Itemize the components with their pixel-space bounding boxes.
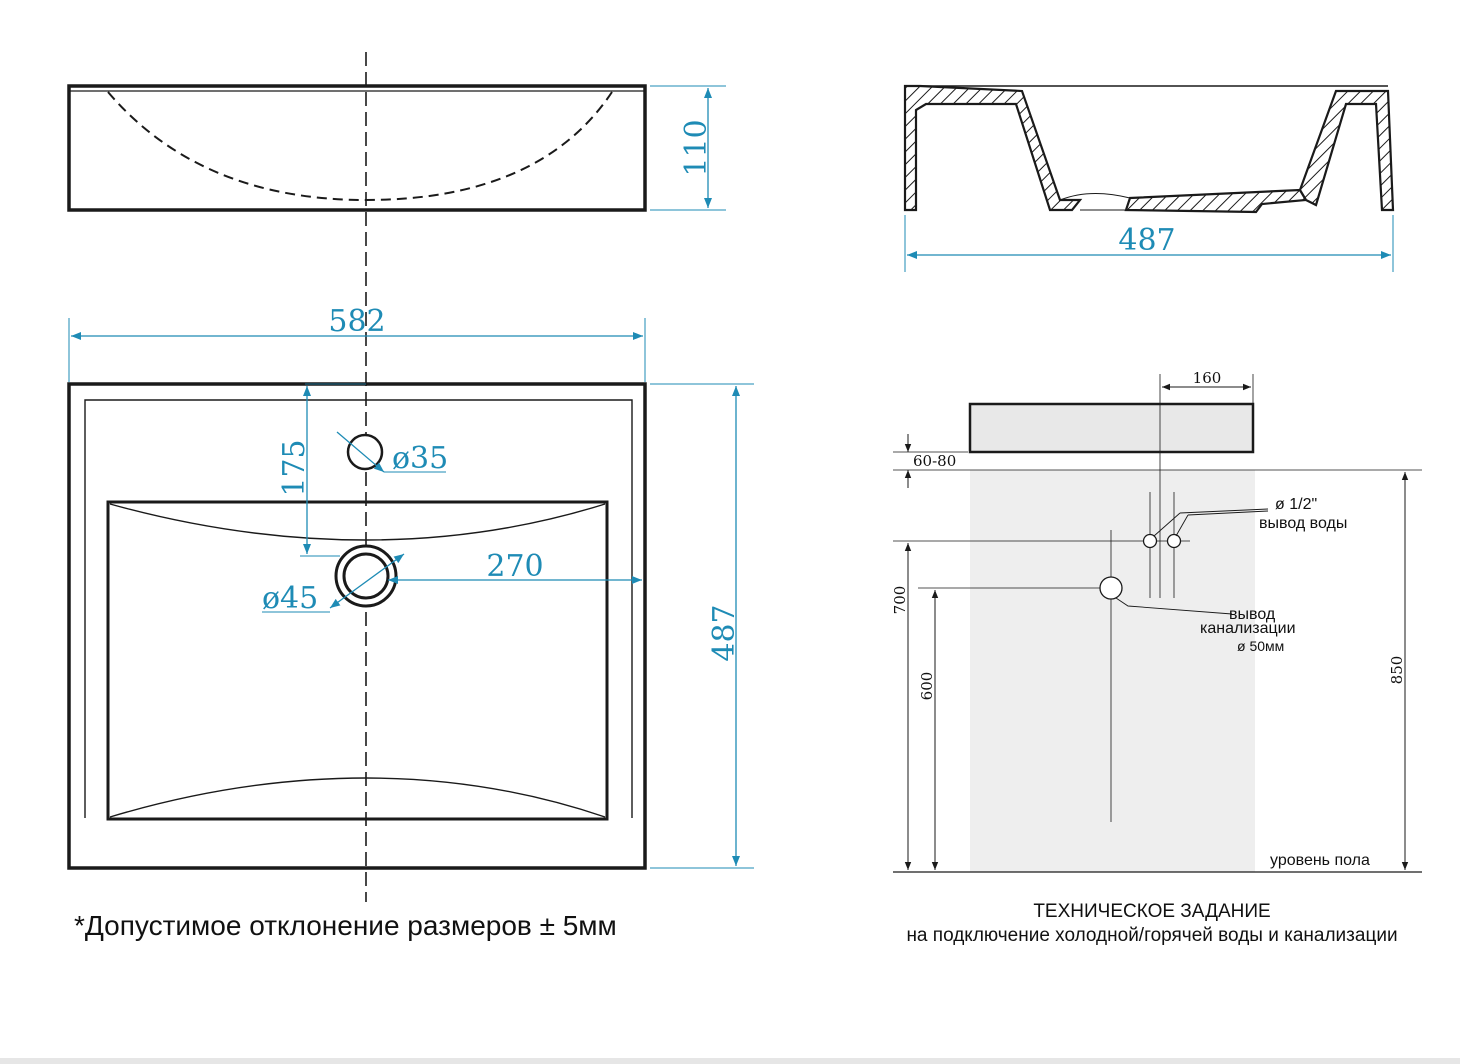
- spec-subtitle: на подключение холодной/горячей воды и к…: [906, 925, 1398, 946]
- depth-dimension-label: 487: [707, 604, 742, 661]
- drain-diameter-label: ø45: [262, 581, 318, 616]
- dim-160-label: 160: [1193, 369, 1222, 387]
- tap-offset-label: 175: [277, 439, 312, 496]
- section-left-wall: [903, 84, 1083, 212]
- drain-offset-label: 270: [486, 549, 543, 584]
- wall-zone: [970, 470, 1255, 872]
- plan-view: 582 ø35 175 ø45 270 487: [67, 304, 754, 870]
- dim-850-label: 850: [1388, 656, 1406, 685]
- hot-water-outlet: [1166, 533, 1182, 549]
- section-right-wall: [1298, 89, 1395, 212]
- tap-diameter-label: ø35: [392, 441, 448, 476]
- drain-label-line2: канализации: [1200, 620, 1296, 637]
- width-dimension-label: 582: [328, 304, 385, 339]
- dim-600-label: 600: [918, 672, 936, 701]
- basin-block: [968, 402, 1255, 454]
- drain-outlet: [1099, 576, 1123, 600]
- height-dimension-label: 110: [679, 119, 714, 176]
- water-pipe-diameter-label: ø 1/2": [1275, 496, 1317, 513]
- installation-scheme: 160 60-80 уровень пола 700 600 850 ø 1/2…: [891, 369, 1422, 873]
- bowl-hidden-line: [107, 91, 613, 202]
- plan-bowl: [106, 500, 609, 821]
- floor-label: уровень пола: [1270, 852, 1370, 869]
- cold-water-outlet: [1142, 533, 1158, 549]
- dim-700-label: 700: [891, 586, 909, 615]
- drain-label-line1: вывод: [1229, 606, 1276, 623]
- spec-title: ТЕХНИЧЕСКОЕ ЗАДАНИЕ: [1033, 901, 1271, 922]
- tap-hole: [346, 433, 384, 471]
- technical-spec-caption: ТЕХНИЧЕСКОЕ ЗАДАНИЕ на подключение холод…: [862, 900, 1442, 948]
- section-depth-label: 487: [1118, 223, 1175, 258]
- drain-diameter-label: ø 50мм: [1237, 638, 1284, 654]
- front-view-body: [67, 84, 647, 212]
- section-view: 487: [903, 84, 1395, 272]
- front-view: 110: [67, 84, 726, 212]
- dim-60-80-label: 60-80: [913, 452, 956, 470]
- tolerance-note: *Допустимое отклонение размеров ± 5мм: [74, 910, 617, 941]
- water-outlet-label: вывод воды: [1259, 515, 1347, 532]
- drain-hole-inner: [342, 552, 390, 600]
- bottom-bar: [0, 1058, 1460, 1064]
- section-bowl-bottom: [1124, 188, 1308, 214]
